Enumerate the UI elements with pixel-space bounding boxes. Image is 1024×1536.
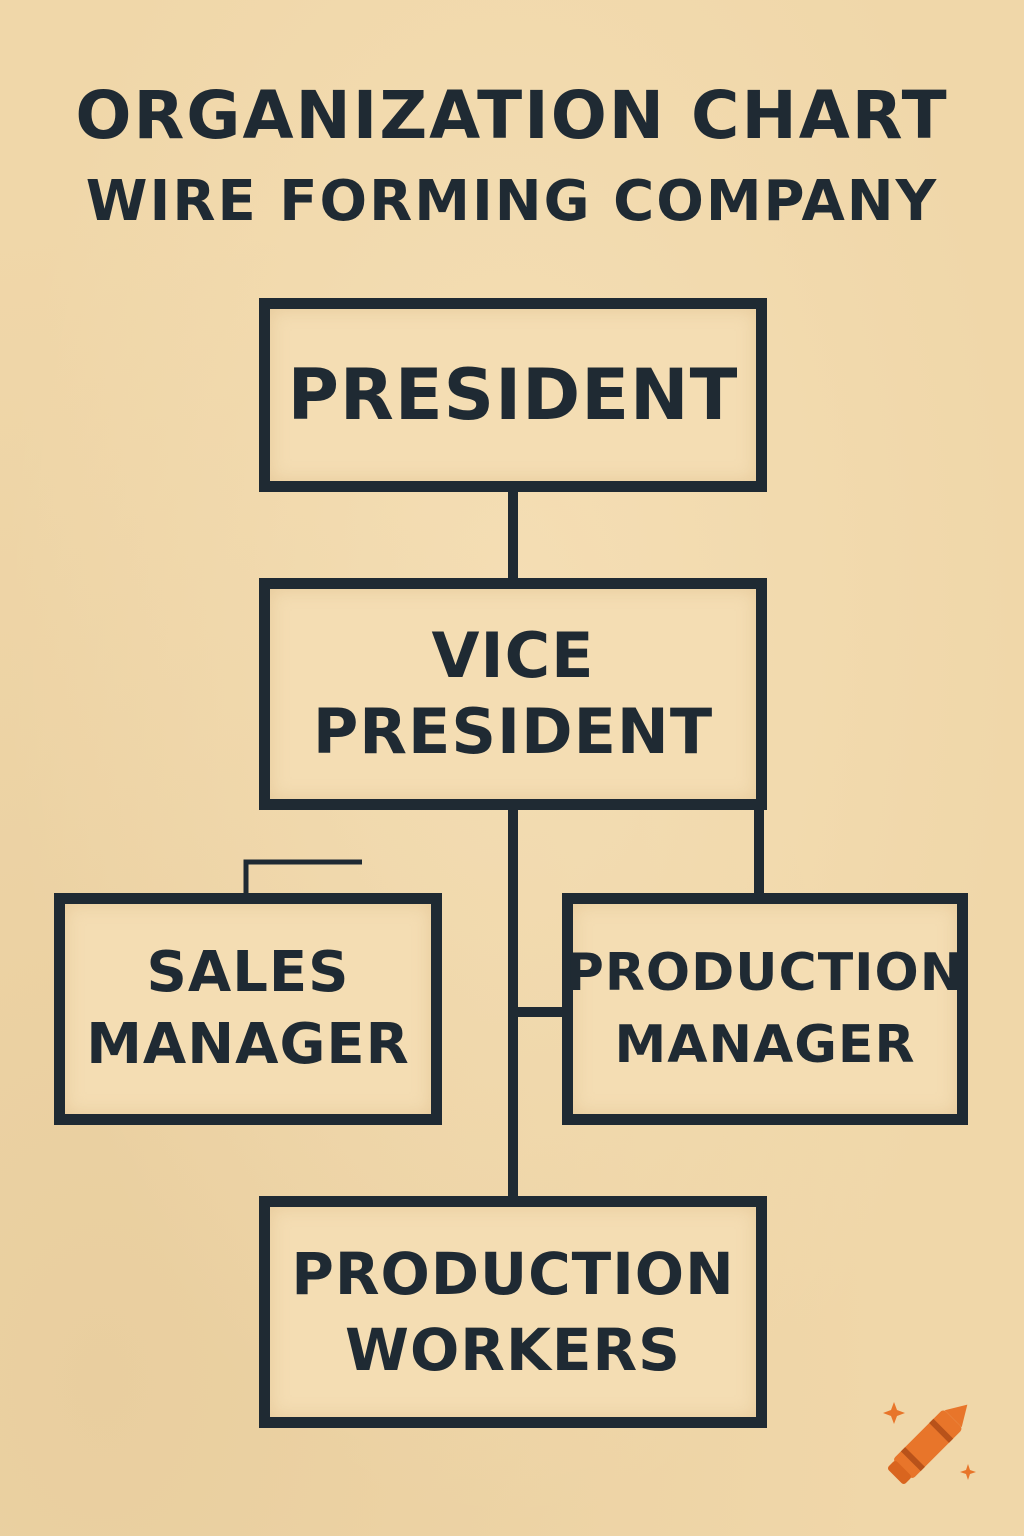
- node-sales-manager-line-2: MANAGER: [86, 1012, 410, 1077]
- node-production-workers: PRODUCTION WORKERS: [259, 1196, 767, 1428]
- node-vice-president: VICE PRESIDENT: [259, 578, 767, 810]
- crayon-icon: [883, 1402, 976, 1485]
- node-production-workers-line-2: WORKERS: [345, 1316, 681, 1384]
- node-vice-president-line-2: PRESIDENT: [312, 695, 714, 768]
- node-sales-manager-line-1: SALES: [146, 940, 350, 1005]
- node-vice-president-line-1: VICE: [431, 619, 595, 692]
- node-production-manager-line-1: PRODUCTION: [565, 943, 965, 1003]
- chart-title: ORGANIZATION CHART: [75, 77, 949, 154]
- node-production-manager: PRODUCTION MANAGER: [562, 893, 968, 1125]
- chart-subtitle: WIRE FORMING COMPANY: [85, 169, 939, 234]
- node-president-line-1: PRESIDENT: [287, 354, 739, 436]
- node-sales-manager: SALES MANAGER: [54, 893, 442, 1125]
- node-production-workers-line-1: PRODUCTION: [291, 1240, 735, 1308]
- chart-header: ORGANIZATION CHART WIRE FORMING COMPANY: [0, 70, 1024, 242]
- connector-sales-stub: [243, 859, 362, 893]
- node-production-manager-line-2: MANAGER: [614, 1015, 916, 1075]
- node-president: PRESIDENT: [259, 298, 767, 492]
